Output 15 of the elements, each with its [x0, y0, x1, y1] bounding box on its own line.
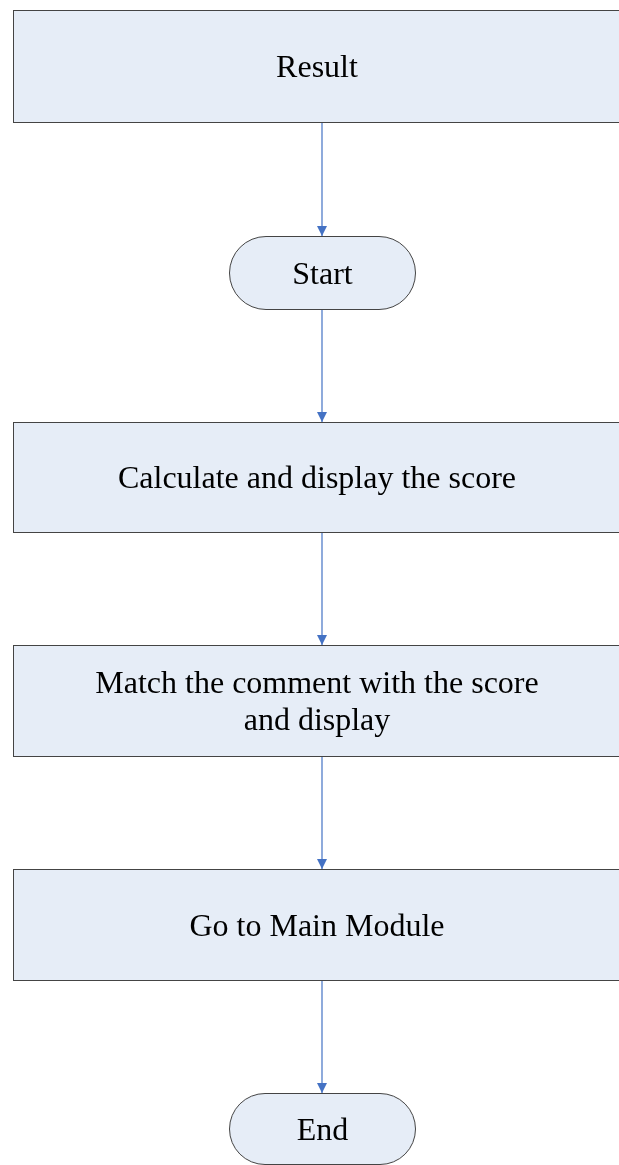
process-box — [13, 422, 619, 533]
process-box — [13, 645, 619, 757]
node-label: Calculate and display the score — [116, 459, 518, 496]
node-label: Start — [291, 254, 354, 292]
process-box — [13, 10, 619, 123]
node-label: End — [295, 1110, 350, 1148]
node-label: Result — [275, 48, 359, 85]
arrow — [317, 980, 327, 1094]
arrow — [317, 309, 327, 423]
arrow — [317, 756, 327, 870]
node-label: Match the comment with the score and display — [94, 664, 540, 738]
node-label: Go to Main Module — [188, 906, 446, 944]
process-box — [13, 869, 619, 981]
arrow — [317, 532, 327, 646]
arrow — [317, 122, 327, 237]
